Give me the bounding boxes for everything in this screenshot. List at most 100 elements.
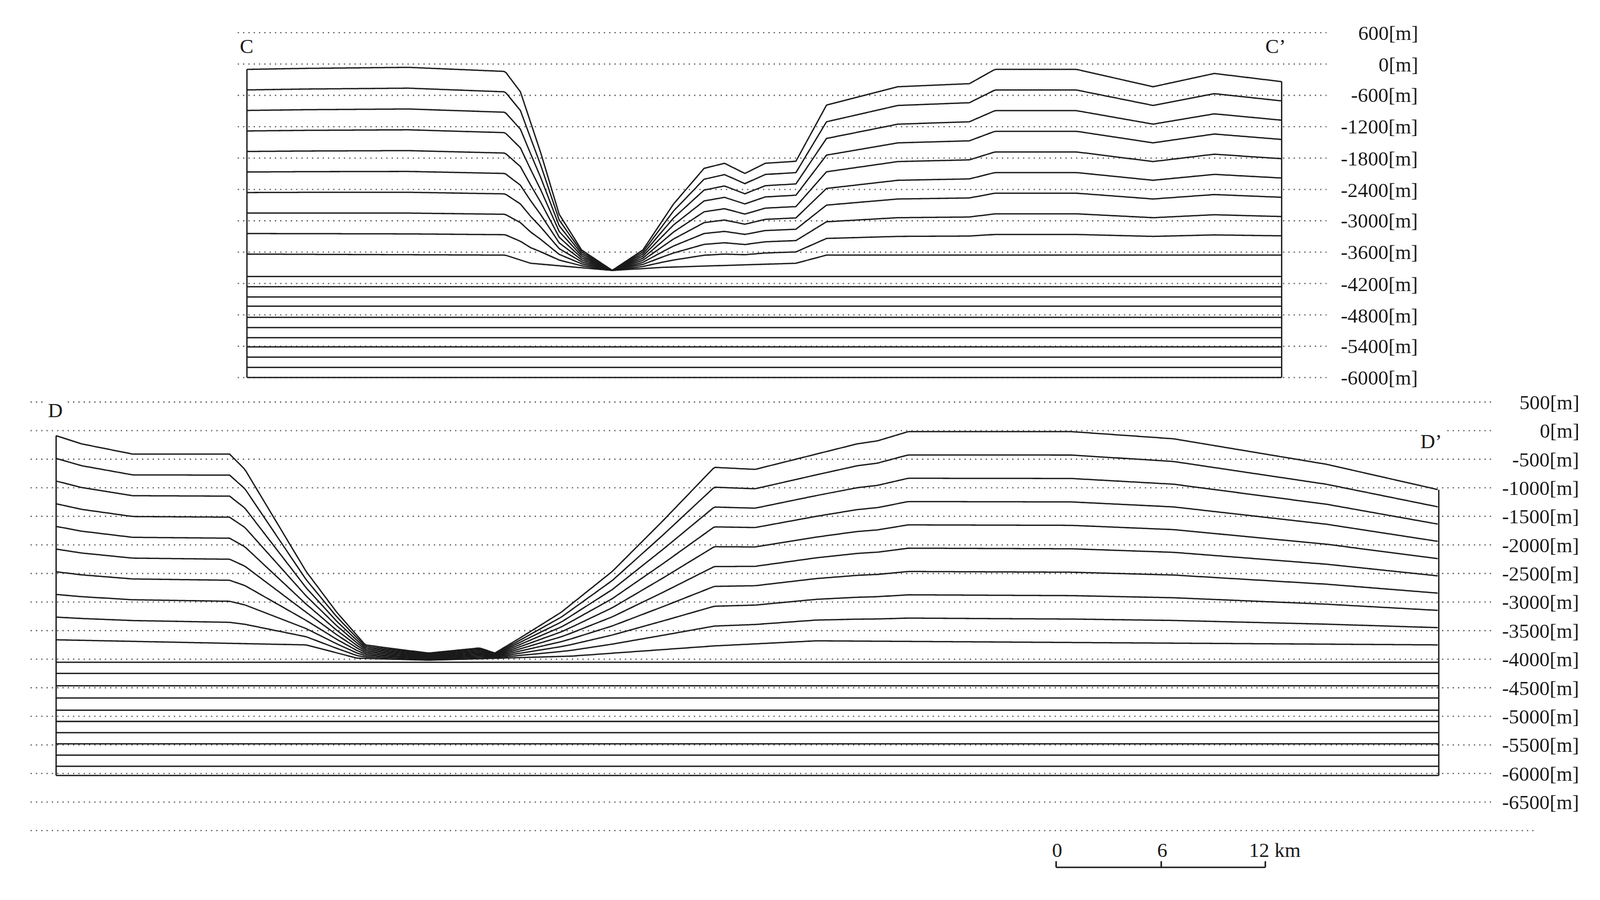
- depth-label: 500[m]: [1517, 391, 1582, 414]
- section-name: D’: [1418, 429, 1444, 453]
- depth-label: -2400[m]: [1338, 178, 1420, 201]
- grid-line: [30, 830, 1536, 832]
- horizon: [56, 548, 1439, 658]
- horizon: [247, 316, 1282, 319]
- grid-line: [30, 630, 1492, 632]
- horizon: [56, 432, 1439, 654]
- horizon: [56, 455, 1439, 654]
- depth-label: -4800[m]: [1338, 303, 1420, 327]
- grid-line: [237, 32, 1327, 34]
- depth-label: -500[m]: [1510, 448, 1582, 471]
- horizon: [56, 594, 1439, 659]
- horizon: [56, 754, 1440, 757]
- horizon: [56, 775, 1440, 777]
- grid-line: [237, 126, 1327, 128]
- scale-tick: [1264, 860, 1267, 868]
- grid-line: [30, 687, 1492, 689]
- depth-label: -1800[m]: [1338, 146, 1420, 170]
- grid-line: [237, 220, 1327, 222]
- depth-label: -600[m]: [1348, 84, 1420, 107]
- depth-label: -2000[m]: [1500, 534, 1582, 557]
- horizon: [247, 254, 1282, 271]
- horizon: [247, 296, 1282, 299]
- horizon: [56, 617, 1439, 660]
- horizon: [56, 697, 1440, 700]
- horizon: [56, 743, 1440, 746]
- horizon: [56, 661, 1440, 664]
- scale-label: 12 km: [1246, 838, 1303, 862]
- grid-line: [237, 282, 1327, 284]
- depth-label: 0[m]: [1537, 419, 1582, 443]
- horizon: [247, 233, 1282, 271]
- depth-label: -3600[m]: [1338, 241, 1420, 264]
- horizon: [247, 67, 1282, 271]
- depth-label: -4200[m]: [1338, 272, 1420, 295]
- grid-line: [30, 773, 1492, 775]
- horizon: [247, 346, 1282, 348]
- depth-label: -1500[m]: [1500, 505, 1582, 528]
- grid-line: [237, 376, 1327, 378]
- depth-label: -6000[m]: [1338, 366, 1420, 389]
- grid-line: [30, 429, 1492, 432]
- grid-line: [237, 63, 1327, 65]
- depth-label: -1000[m]: [1500, 476, 1582, 500]
- scale-tick: [1160, 860, 1163, 868]
- grid-line: [30, 801, 1492, 803]
- grid-line: [237, 345, 1327, 347]
- depth-label: -3000[m]: [1500, 591, 1582, 614]
- scale-tick: [1055, 860, 1058, 868]
- grid-line: [30, 715, 1492, 717]
- horizon: [56, 765, 1440, 768]
- horizon: [247, 150, 1282, 271]
- grid-line: [237, 314, 1327, 316]
- grid-line: [237, 157, 1327, 159]
- section-name: C’: [1263, 34, 1288, 58]
- depth-label: -3500[m]: [1500, 619, 1582, 643]
- depth-label: -5500[m]: [1500, 733, 1582, 757]
- depth-label: -2500[m]: [1500, 562, 1582, 586]
- horizon: [56, 640, 1439, 661]
- depth-label: -3000[m]: [1338, 209, 1420, 233]
- horizon: [56, 685, 1440, 687]
- scale-label: 0: [1050, 838, 1065, 862]
- depth-label: -4000[m]: [1500, 648, 1582, 671]
- horizon: [56, 732, 1440, 734]
- horizon: [247, 356, 1282, 359]
- horizon: [247, 88, 1282, 271]
- section-name: D: [45, 398, 65, 422]
- horizon: [56, 709, 1440, 712]
- grid-line: [30, 572, 1492, 574]
- horizon: [56, 721, 1440, 723]
- grid-line: [30, 658, 1492, 660]
- horizon: [247, 171, 1282, 271]
- grid-line: [30, 458, 1492, 460]
- horizon: [247, 129, 1282, 271]
- depth-label: 600[m]: [1356, 21, 1421, 45]
- depth-label: -1200[m]: [1338, 115, 1420, 139]
- depth-label: -5000[m]: [1500, 705, 1582, 728]
- section-frame: [1438, 489, 1440, 776]
- horizon: [247, 376, 1282, 379]
- horizon: [247, 326, 1282, 329]
- grid-line: [30, 401, 1492, 403]
- depth-label: 0[m]: [1376, 52, 1421, 76]
- horizon: [247, 337, 1282, 340]
- horizon: [56, 525, 1439, 657]
- section-name: C: [237, 34, 256, 58]
- scale-label: 6: [1155, 838, 1170, 862]
- section-frame: [1280, 81, 1283, 378]
- horizon: [247, 305, 1282, 307]
- horizon: [247, 285, 1282, 288]
- horizon: [247, 212, 1282, 271]
- horizon: [56, 673, 1440, 675]
- depth-label: -4500[m]: [1500, 677, 1582, 700]
- depth-label: -6000[m]: [1500, 762, 1582, 786]
- section-frame: [246, 69, 249, 378]
- grid-line: [30, 516, 1492, 518]
- grid-line: [237, 94, 1327, 96]
- grid-line: [237, 188, 1327, 190]
- grid-line: [30, 744, 1492, 746]
- depth-label: -6500[m]: [1500, 791, 1582, 814]
- section-frame: [55, 435, 58, 776]
